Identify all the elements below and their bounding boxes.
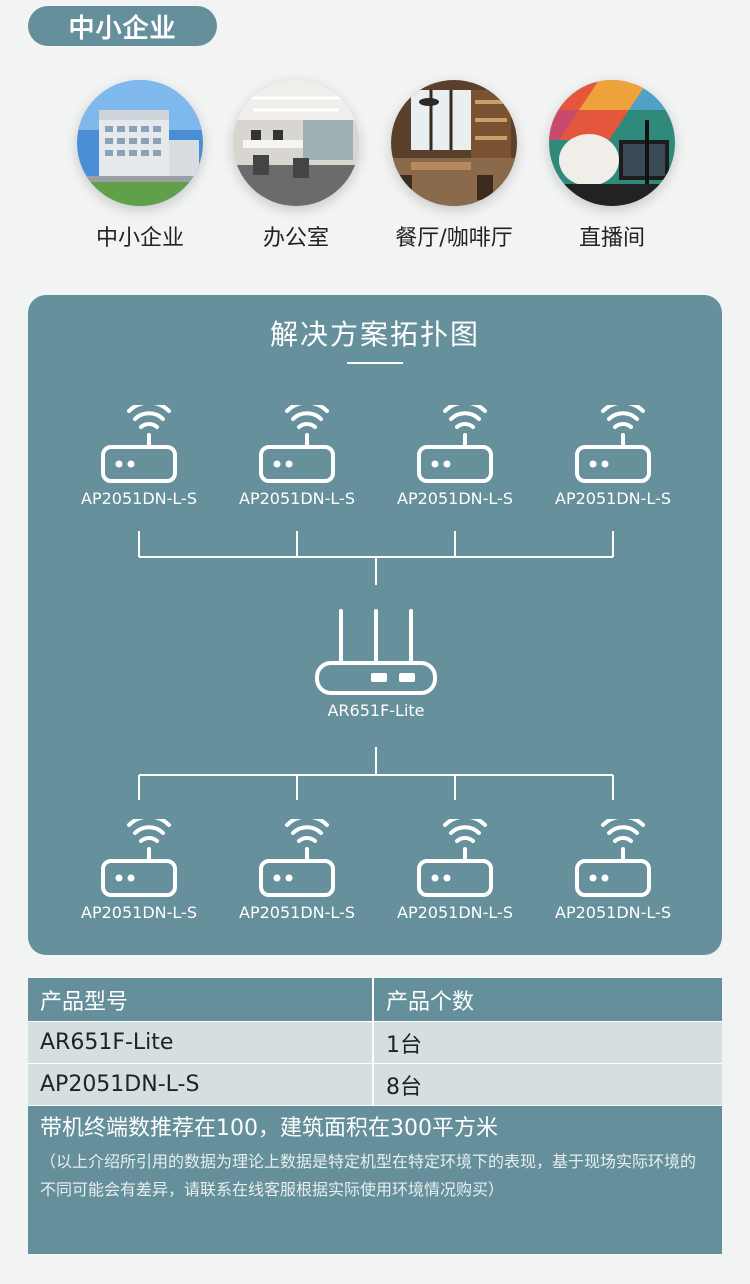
ap-label: AP2051DN-L-S (555, 903, 671, 922)
live-stream-room-photo (549, 80, 675, 206)
scene-office[interactable]: 办公室 (233, 80, 359, 252)
scene-label: 办公室 (262, 226, 329, 251)
scene-label: 中小企业 (95, 226, 184, 251)
scene-label: 餐厅/咖啡厅 (395, 226, 513, 251)
cell-quantity: 8台 (386, 1074, 422, 1100)
scene-sme[interactable]: 中小企业 (77, 80, 203, 252)
access-point-icon (101, 819, 177, 897)
router-icon (315, 609, 437, 695)
ap-label: AP2051DN-L-S (397, 903, 513, 922)
topology-title: 解决方案拓扑图 (269, 318, 480, 351)
cafe-photo (391, 80, 517, 206)
ap-label: AP2051DN-L-S (555, 489, 671, 508)
router-label: AR651F-Lite (327, 701, 425, 720)
ap-node-bottom-4[interactable]: AP2051DN-L-S (538, 819, 688, 922)
table-header-row: 产品型号 产品个数 (28, 978, 722, 1022)
title-underline (347, 362, 403, 364)
ap-label: AP2051DN-L-S (81, 489, 197, 508)
footer-disclaimer: （以上介绍所引用的数据为理论上数据是特定机型在特定环境下的表现，基于现场实际环境… (40, 1152, 697, 1199)
header-quantity: 产品个数 (386, 989, 475, 1015)
ap-node-top-2[interactable]: AP2051DN-L-S (222, 405, 372, 508)
ap-label: AP2051DN-L-S (81, 903, 197, 922)
header-model: 产品型号 (28, 978, 374, 1021)
access-point-icon (575, 405, 651, 483)
access-point-icon (417, 405, 493, 483)
ap-node-bottom-3[interactable]: AP2051DN-L-S (380, 819, 530, 922)
table-row: AR651F-Lite 1台 (28, 1022, 722, 1064)
product-table: 产品型号 产品个数 AR651F-Lite 1台 AP2051DN-L-S 8台… (28, 978, 722, 1254)
access-point-icon (259, 405, 335, 483)
scene-live-stream[interactable]: 直播间 (549, 80, 675, 252)
scene-label: 直播间 (578, 226, 645, 251)
table-row: AP2051DN-L-S 8台 (28, 1064, 722, 1106)
router-node[interactable]: AR651F-Lite (301, 605, 451, 720)
office-interior-photo (233, 80, 359, 206)
access-point-icon (259, 819, 335, 897)
topology-connection-lines (138, 531, 614, 800)
access-point-icon (417, 819, 493, 897)
access-point-icon (101, 405, 177, 483)
cell-quantity: 1台 (386, 1032, 422, 1058)
access-point-icon (575, 819, 651, 897)
ap-label: AP2051DN-L-S (239, 903, 355, 922)
ap-label: AP2051DN-L-S (397, 489, 513, 508)
office-building-photo (77, 80, 203, 206)
ap-label: AP2051DN-L-S (239, 489, 355, 508)
table-footer: 带机终端数推荐在100，建筑面积在300平方米 （以上介绍所引用的数据为理论上数… (28, 1106, 722, 1254)
section-title-pill: 中小企业 (28, 6, 217, 46)
ap-node-bottom-1[interactable]: AP2051DN-L-S (64, 819, 214, 922)
topology-panel: 解决方案拓扑图 AP2051DN-L-S (28, 295, 722, 955)
cell-model: AP2051DN-L-S (28, 1064, 374, 1105)
ap-node-bottom-2[interactable]: AP2051DN-L-S (222, 819, 372, 922)
scene-cafe[interactable]: 餐厅/咖啡厅 (391, 80, 517, 252)
ap-node-top-1[interactable]: AP2051DN-L-S (64, 405, 214, 508)
ap-node-top-3[interactable]: AP2051DN-L-S (380, 405, 530, 508)
footer-recommendation: 带机终端数推荐在100，建筑面积在300平方米 (40, 1116, 498, 1141)
cell-model: AR651F-Lite (28, 1022, 374, 1063)
ap-node-top-4[interactable]: AP2051DN-L-S (538, 405, 688, 508)
